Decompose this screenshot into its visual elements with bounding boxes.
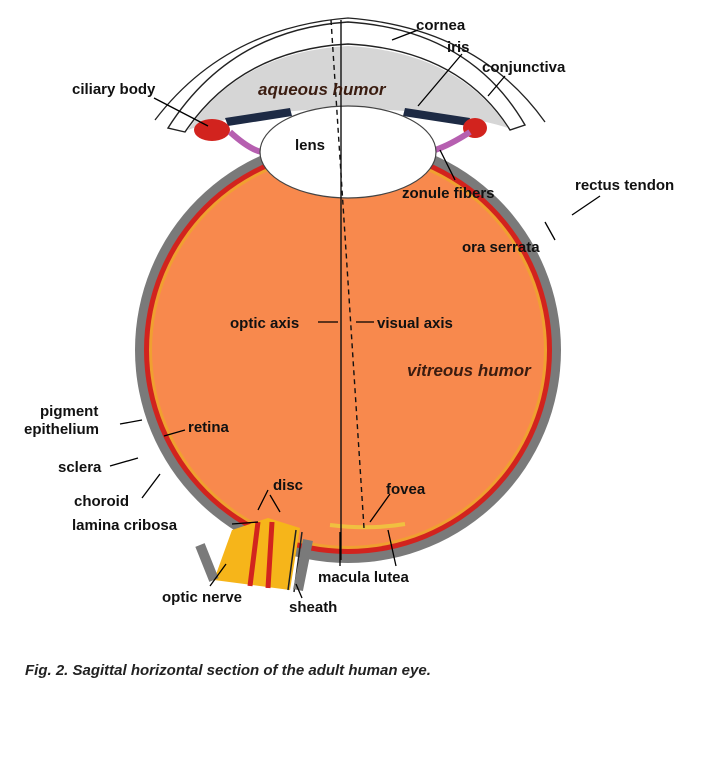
- leader-sclera: [109, 457, 139, 467]
- zonule-right: [434, 129, 472, 153]
- leader-zonule: [439, 149, 456, 181]
- label-retina: retina: [188, 419, 230, 436]
- leader-rectus: [571, 195, 601, 216]
- leader-sheath: [295, 583, 303, 599]
- label-sclera: sclera: [58, 459, 102, 476]
- aqueous-chamber: [188, 46, 508, 130]
- leader-ciliary: [153, 97, 209, 127]
- optic-nerve-shape: [214, 518, 300, 590]
- lens-shape: [259, 105, 437, 199]
- label-fovea: fovea: [386, 481, 426, 498]
- cornea-shape: [166, 21, 527, 133]
- label-vitreous-humor: vitreous humor: [407, 361, 532, 380]
- conjunctiva-line: [154, 17, 546, 123]
- leader-pigment: [119, 419, 143, 425]
- label-ciliary-body: ciliary body: [72, 81, 156, 98]
- label-lamina-cribosa: lamina cribosa: [72, 517, 178, 534]
- label-iris: iris: [447, 39, 470, 56]
- leader-fovea: [369, 493, 391, 523]
- macula-region: [329, 522, 406, 530]
- eye-diagram: cornea iris conjunctiva ciliary body aqu…: [24, 17, 674, 616]
- visual-axis-line: [330, 19, 365, 529]
- vitreous-body: [152, 154, 544, 546]
- nerve-stalk: [195, 539, 313, 591]
- leader-optic-nerve: [209, 563, 227, 587]
- zonule-left: [227, 129, 263, 155]
- leader-choroid: [141, 473, 161, 499]
- label-optic-axis: optic axis: [230, 315, 299, 332]
- leader-cornea: [391, 29, 419, 41]
- leader-retina: [163, 429, 186, 437]
- label-disc: disc: [273, 477, 303, 494]
- leader-disc: [257, 489, 281, 513]
- label-macula-lutea: macula lutea: [318, 569, 410, 586]
- leader-iris: [417, 53, 463, 107]
- leader-macula: [339, 529, 397, 567]
- label-visual-axis: visual axis: [377, 315, 453, 332]
- leader-conjunctiva: [487, 75, 506, 97]
- label-aqueous-humor: aqueous humor: [258, 80, 387, 99]
- iris-left: [225, 108, 292, 126]
- label-epithelium: epithelium: [24, 421, 99, 438]
- ciliary-body-left: [194, 119, 230, 141]
- label-cornea: cornea: [416, 17, 466, 34]
- label-conjunctiva: conjunctiva: [482, 59, 566, 76]
- figure-caption: Fig. 2. Sagittal horizontal section of t…: [25, 662, 431, 679]
- optic-nerve-vessels: [247, 521, 275, 589]
- leader-lamina: [231, 521, 259, 525]
- label-choroid: choroid: [74, 493, 129, 510]
- label-lens: lens: [295, 137, 325, 154]
- label-rectus-tendon: rectus tendon: [575, 177, 674, 194]
- label-optic-nerve: optic nerve: [162, 589, 242, 606]
- label-sheath: sheath: [289, 599, 337, 616]
- label-zonule-fibers: zonule fibers: [402, 185, 495, 202]
- iris-right: [403, 108, 470, 126]
- leader-ora: [544, 221, 556, 241]
- label-pigment: pigment: [40, 403, 98, 420]
- label-ora-serrata: ora serrata: [462, 239, 540, 256]
